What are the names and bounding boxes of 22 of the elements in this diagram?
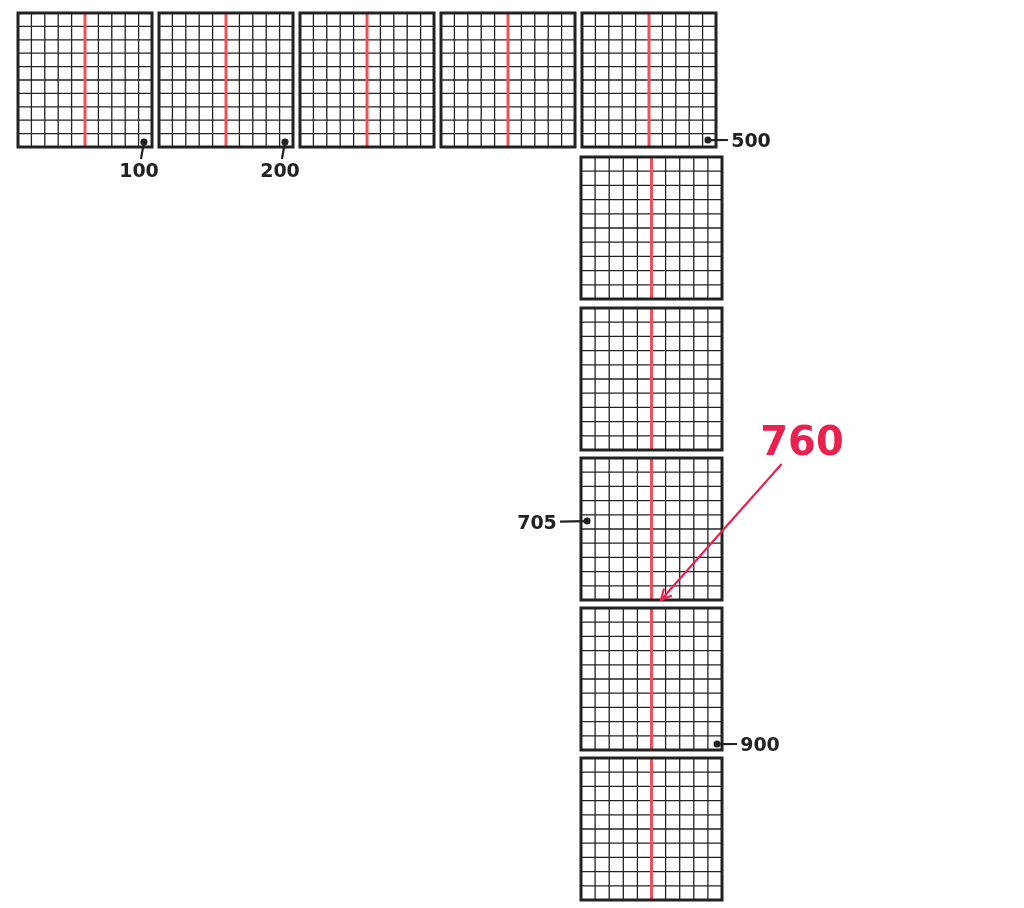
leader-line [139,138,148,160]
value-label: 200 [259,159,301,181]
leader-line [559,517,591,525]
hundred-grid-drawing [579,606,724,752]
value-label: 705 [514,511,560,533]
value-label: 100 [118,159,160,181]
leader-line [713,740,737,748]
hundred-grid-drawing [157,11,295,149]
hundred-grid-drawing [579,456,724,602]
leader-line [704,136,728,144]
hundred-grid-drawing [579,306,724,452]
hundred-grid-drawing [580,11,718,149]
value-label: 900 [737,733,783,755]
value-label: 500 [728,129,774,151]
hundred-grid-drawing [579,155,724,301]
value-label: 760 [758,418,846,464]
leader-line [280,138,289,160]
hundred-grid-drawing [16,11,154,149]
hundred-grid-drawing [298,11,436,149]
arrow [659,463,783,602]
hundred-grid-drawing [579,756,724,902]
hundred-grid-drawing [439,11,577,149]
